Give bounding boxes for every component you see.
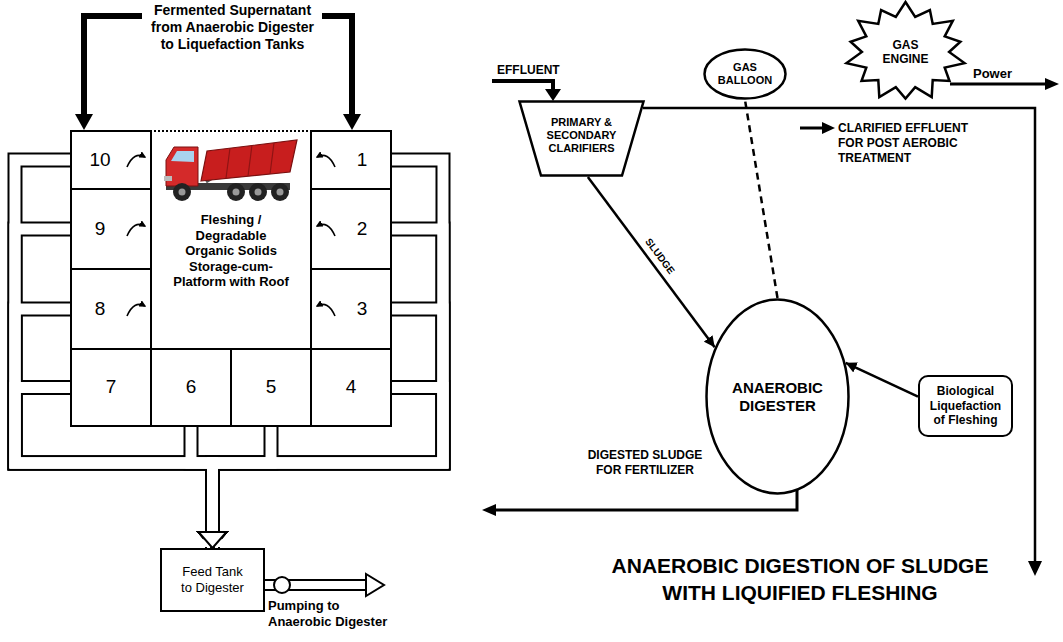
channel-interior — [15, 309, 213, 548]
dump-truck — [164, 140, 297, 201]
supernatant-pipe — [322, 16, 352, 116]
node-text: 6 — [186, 376, 197, 399]
gas-engine: GAS ENGINE — [843, 0, 968, 104]
node-text: 8 — [95, 298, 106, 321]
channel-heads — [199, 532, 227, 548]
collection-channel — [213, 427, 272, 548]
hollow-arrow-head — [199, 532, 227, 548]
transfer-arrow — [127, 155, 145, 167]
process-box: Biological Liquefaction of Fleshing — [918, 375, 1013, 437]
node-text: GAS ENGINE — [878, 38, 934, 67]
channel-interior — [15, 160, 213, 548]
collection-channel — [213, 388, 444, 549]
hollow-arrow-head — [199, 532, 227, 548]
stream-label: DIGESTED SLUDGE FOR FERTILIZER — [575, 448, 715, 478]
transfer-arrow — [317, 155, 335, 167]
channel-interior — [213, 309, 444, 548]
node-text: Biological Liquefaction of Fleshing — [924, 384, 1007, 427]
clarified-effluent-line — [643, 108, 1035, 562]
diagram-title: ANAEROBIC DIGESTION OF SLUDGE WITH LIQUI… — [590, 552, 1010, 607]
effluent-arrow — [492, 81, 553, 90]
liquefaction-tank: 7 — [70, 348, 152, 427]
transfer-arrows — [127, 155, 335, 316]
gas-balloon: GAS BALLOON — [703, 48, 787, 100]
gas-line — [745, 100, 778, 298]
arrow-head — [822, 122, 835, 134]
node-text: GAS BALLOON — [715, 61, 775, 87]
node-text: PRIMARY & SECONDARY CLARIFIERS — [540, 116, 624, 156]
transfer-arrow — [127, 224, 145, 236]
transfer-arrow — [127, 304, 145, 316]
arrow-head — [1045, 78, 1059, 90]
arrow-head — [343, 114, 361, 130]
liquefaction-tank: 5 — [230, 348, 312, 427]
hollow-arrow-head — [199, 532, 227, 548]
liquefaction-tank: 10 — [70, 130, 152, 190]
hollow-arrow-head — [199, 532, 227, 548]
clarified-arrow — [800, 127, 823, 130]
arrow-head — [1028, 561, 1042, 576]
storage-platform: Fleshing / Degradable Organic Solids Sto… — [150, 130, 312, 350]
channel-interior — [213, 427, 272, 548]
node-text: ANAEROBIC DIGESTER — [723, 379, 833, 415]
channel-interior — [15, 160, 443, 548]
node-text: Fleshing / Degradable Organic Solids Sto… — [170, 212, 292, 290]
hollow-arrow-head — [199, 532, 227, 548]
hollow-arrow-head — [199, 532, 227, 548]
liquefaction-tank: 2 — [310, 188, 392, 270]
stream-label: EFFLUENT — [497, 63, 560, 77]
node-text: 5 — [266, 376, 277, 399]
flow-note: Pumping to Anaerobic Digester — [268, 598, 396, 629]
feed-tank-box: Feed Tank to Digester — [160, 548, 265, 612]
flow-arrow — [846, 363, 918, 397]
liquefaction-tank: 3 — [310, 268, 392, 350]
node-text: Feed Tank to Digester — [177, 564, 249, 595]
anaerobic-digester: ANAEROBIC DIGESTER — [705, 298, 850, 495]
pump-line — [265, 574, 384, 596]
node-text: 1 — [357, 149, 368, 172]
collection-channel — [15, 160, 213, 548]
clarifier-trapezoid: PRIMARY & SECONDARY CLARIFIERS — [518, 100, 645, 177]
hollow-arrow-head — [199, 532, 227, 548]
node-text: 4 — [346, 376, 357, 399]
node-text: 2 — [357, 218, 368, 241]
hollow-arrow-head — [199, 532, 227, 548]
transfer-arrow — [317, 224, 335, 236]
arrow-head — [75, 114, 93, 130]
liquefaction-tank: 8 — [70, 268, 152, 350]
node-text: 7 — [106, 376, 117, 399]
digested-sludge-arrow — [494, 490, 797, 510]
arrow-head — [545, 89, 561, 101]
liquefaction-tank: 4 — [310, 348, 392, 427]
output-label: Power — [973, 66, 1012, 82]
node-text: 3 — [357, 298, 368, 321]
power-arrow — [950, 83, 1046, 86]
hollow-arrow-head — [199, 532, 227, 548]
collection-channel — [15, 309, 213, 548]
flow-arrow — [588, 177, 715, 347]
hollow-arrow-head — [199, 532, 227, 548]
flow-note: Fermented Supernatant from Anaerobic Dig… — [145, 2, 320, 52]
transfer-arrow — [317, 304, 335, 316]
arrow-head — [482, 504, 496, 516]
flow-lines — [492, 81, 1046, 562]
liquefaction-tank: 6 — [150, 348, 232, 427]
channel-interior — [213, 388, 444, 549]
pump-symbol — [274, 577, 290, 593]
channel-group — [15, 160, 443, 548]
node-text: 10 — [89, 149, 110, 172]
collection-channel — [213, 309, 444, 548]
supernatant-pipe — [84, 16, 142, 116]
liquefaction-tank: 1 — [310, 130, 392, 190]
stream-label: CLARIFIED EFFLUENT FOR POST AEROBIC TREA… — [838, 121, 988, 166]
liquefaction-tank: 9 — [70, 188, 152, 270]
node-text: 9 — [95, 218, 106, 241]
